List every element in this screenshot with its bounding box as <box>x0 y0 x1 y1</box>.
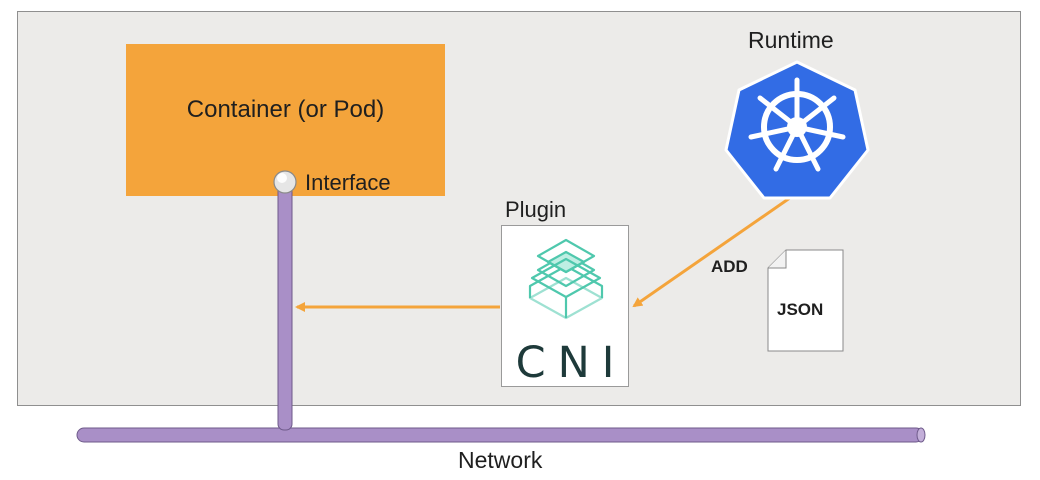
cni-logo-text: CNI <box>515 338 627 388</box>
interface-connector-icon <box>273 170 297 194</box>
kubernetes-helm-wheel-icon <box>724 60 870 200</box>
runtime-label: Runtime <box>748 27 834 53</box>
json-label: JSON <box>777 300 824 319</box>
cni-plugin-box: CNI <box>501 225 629 388</box>
plugin-label: Plugin <box>505 197 567 222</box>
network-pipe <box>76 427 926 443</box>
add-command-label: ADD <box>711 257 748 276</box>
json-document-icon <box>767 249 844 352</box>
arrow-runtime-to-plugin <box>632 191 798 308</box>
cni-layers-logo-icon <box>528 238 604 320</box>
container-label: Container (or Pod) <box>186 96 385 123</box>
interface-label: Interface <box>305 170 391 195</box>
interface-pipe <box>277 185 293 431</box>
network-label: Network <box>458 447 543 473</box>
